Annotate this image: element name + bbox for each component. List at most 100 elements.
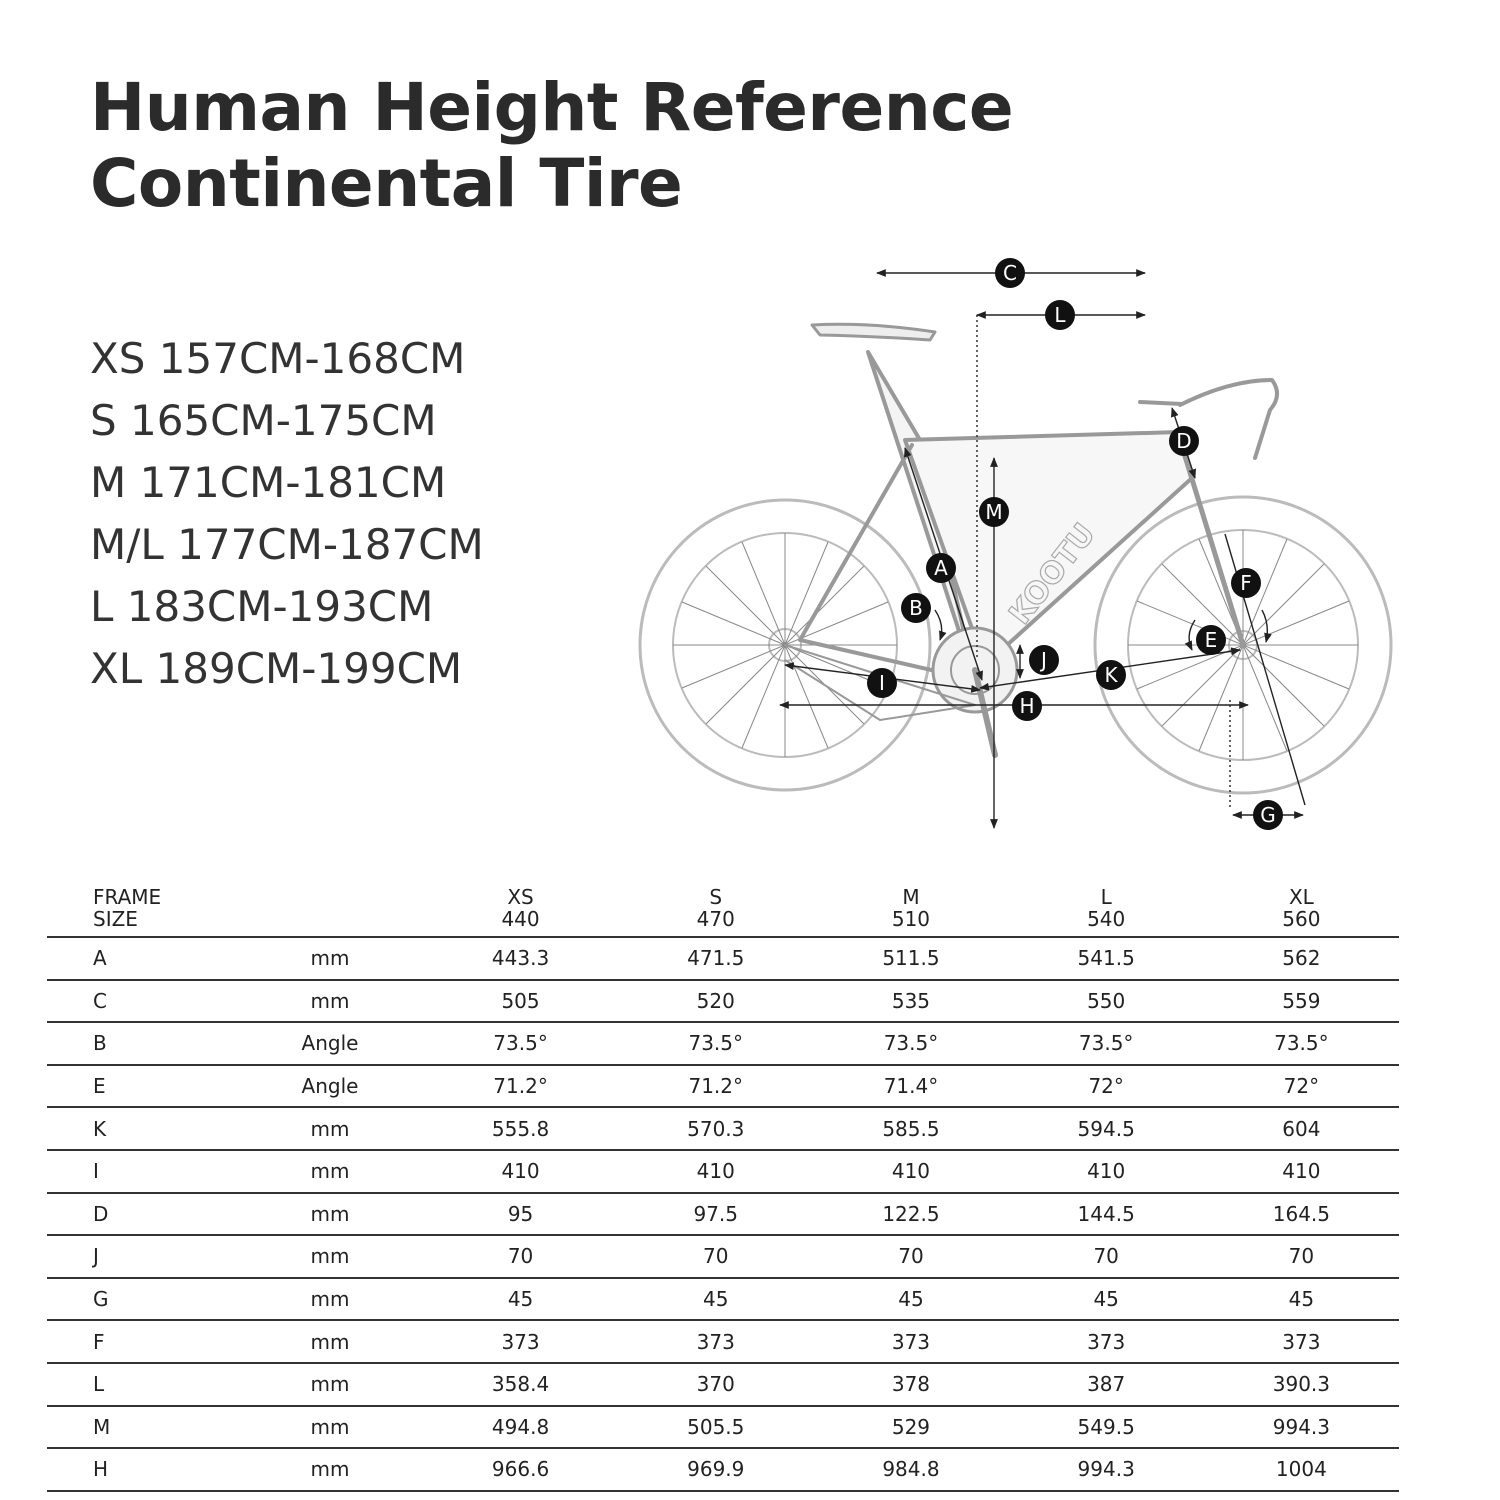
table-cell: 70 xyxy=(1203,1235,1399,1279)
row-unit: mm xyxy=(237,1405,423,1450)
table-cell: 45 xyxy=(1203,1277,1399,1322)
table-cell: 505.5 xyxy=(618,1405,814,1450)
table-cell: 95 xyxy=(422,1192,619,1237)
table-cell: 562 xyxy=(1203,937,1399,981)
row-label: I xyxy=(47,1149,238,1194)
svg-text:B: B xyxy=(909,596,923,620)
marker-g: G xyxy=(1253,800,1283,830)
svg-text:G: G xyxy=(1260,803,1276,827)
height-range-s: S 165CM-175CM xyxy=(90,396,437,445)
table-cell: 373 xyxy=(1008,1320,1204,1364)
table-cell: 70 xyxy=(813,1235,1009,1279)
row-unit: mm xyxy=(237,937,423,981)
row-label: A xyxy=(47,937,238,981)
row-label: C xyxy=(47,979,238,1024)
page-title: Human Height Reference Continental Tire xyxy=(90,69,1014,222)
table-cell: 505 xyxy=(422,979,619,1024)
table-cell: 541.5 xyxy=(1008,937,1204,981)
table-cell: 71.4° xyxy=(813,1064,1009,1109)
height-range-m: M 171CM-181CM xyxy=(90,458,447,507)
table-cell: 494.8 xyxy=(422,1405,619,1450)
svg-text:D: D xyxy=(1176,429,1191,453)
height-reference-list: XS 157CM-168CM S 165CM-175CM M 171CM-181… xyxy=(90,328,484,700)
table-cell: 73.5° xyxy=(1008,1022,1204,1066)
marker-l: L xyxy=(1045,300,1075,330)
table-cell: 71.2° xyxy=(618,1064,814,1109)
row-unit: mm xyxy=(237,1149,423,1194)
unit-header xyxy=(237,870,423,938)
marker-e: E xyxy=(1196,625,1226,655)
svg-text:L: L xyxy=(1054,303,1066,327)
row-label: G xyxy=(47,1277,238,1322)
table-cell: 994.3 xyxy=(1203,1405,1399,1450)
height-range-xl: XL 189CM-199CM xyxy=(90,644,463,693)
table-cell: 550 xyxy=(1008,979,1204,1024)
table-cell: 969.9 xyxy=(618,1448,814,1492)
marker-b: B xyxy=(901,593,931,623)
dimension-markers: C L D M A F B E J K I H G xyxy=(867,258,1283,830)
table-cell: 994.3 xyxy=(1008,1448,1204,1492)
table-cell: 410 xyxy=(1203,1149,1399,1194)
row-label: H xyxy=(47,1448,238,1492)
title-line-1: Human Height Reference xyxy=(90,69,1014,146)
svg-text:M: M xyxy=(985,500,1002,524)
svg-text:C: C xyxy=(1003,261,1017,285)
row-label: J xyxy=(47,1235,238,1279)
table-cell: 73.5° xyxy=(422,1022,619,1066)
svg-text:E: E xyxy=(1205,628,1218,652)
svg-text:H: H xyxy=(1019,694,1034,718)
row-unit: mm xyxy=(237,979,423,1024)
table-cell: 604 xyxy=(1203,1107,1399,1151)
marker-c: C xyxy=(995,258,1025,288)
row-unit: mm xyxy=(237,1192,423,1237)
table-cell: 71.2° xyxy=(422,1064,619,1109)
marker-f: F xyxy=(1231,568,1261,598)
table-cell: 549.5 xyxy=(1008,1405,1204,1450)
table-cell: 373 xyxy=(422,1320,619,1364)
marker-k: K xyxy=(1096,660,1126,690)
svg-text:I: I xyxy=(879,671,885,695)
table-cell: 585.5 xyxy=(813,1107,1009,1151)
table-cell: 443.3 xyxy=(422,937,619,981)
table-cell: 72° xyxy=(1203,1064,1399,1109)
height-range-ml: M/L 177CM-187CM xyxy=(90,520,484,569)
row-label: M xyxy=(47,1405,238,1450)
svg-text:J: J xyxy=(1039,648,1047,672)
svg-text:K: K xyxy=(1104,663,1118,687)
row-label: K xyxy=(47,1107,238,1151)
table-cell: 378 xyxy=(813,1362,1009,1407)
table-cell: 144.5 xyxy=(1008,1192,1204,1237)
svg-text:A: A xyxy=(934,556,948,580)
row-label: F xyxy=(47,1320,238,1364)
marker-a: A xyxy=(926,553,956,583)
marker-h: H xyxy=(1012,691,1042,721)
table-cell: 520 xyxy=(618,979,814,1024)
frame-size-header: FRAME SIZE xyxy=(47,870,238,938)
row-unit: mm xyxy=(237,1235,423,1279)
table-cell: 1004 xyxy=(1203,1448,1399,1492)
table-cell: 559 xyxy=(1203,979,1399,1024)
row-unit: mm xyxy=(237,1107,423,1151)
table-cell: 373 xyxy=(1203,1320,1399,1364)
table-cell: 390.3 xyxy=(1203,1362,1399,1407)
table-cell: 410 xyxy=(813,1149,1009,1194)
table-cell: 373 xyxy=(813,1320,1009,1364)
table-cell: 373 xyxy=(618,1320,814,1364)
table-cell: 70 xyxy=(1008,1235,1204,1279)
table-cell: 570.3 xyxy=(618,1107,814,1151)
table-cell: 45 xyxy=(813,1277,1009,1322)
table-cell: 370 xyxy=(618,1362,814,1407)
bike-frame xyxy=(784,322,1279,758)
